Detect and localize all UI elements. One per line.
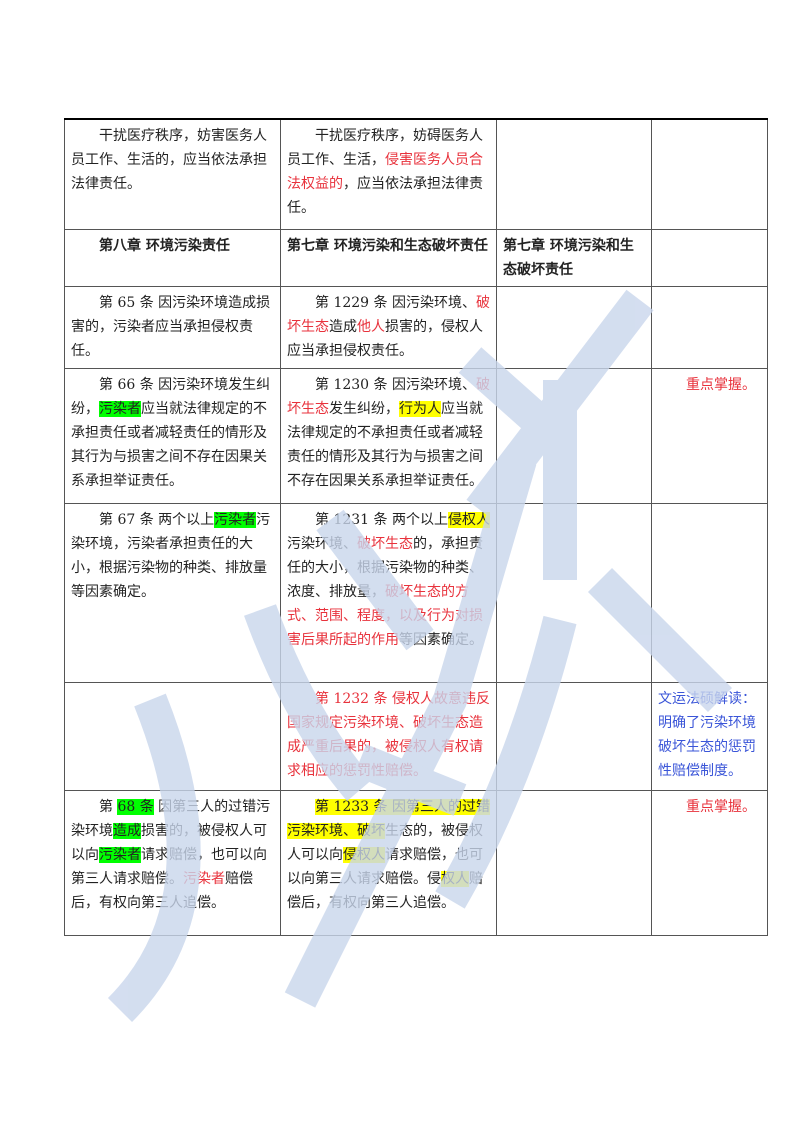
highlighted-text: 污染环境、破坏 bbox=[287, 822, 385, 839]
cell-text: 文运法硕解读：明确了污染环境破坏生态的惩罚性赔偿制度。 bbox=[658, 687, 763, 783]
highlighted-text: 污染者 bbox=[99, 400, 141, 417]
table-row: 第八章 环境污染责任 第七章 环境污染和生态破坏责任第七章 环境污染和生态破坏责任 bbox=[64, 228, 768, 287]
old-law-cell: 干扰医疗秩序，妨害医务人员工作、生活的，应当依法承担法律责任。 bbox=[64, 118, 281, 230]
highlighted-text: 侵权人 bbox=[447, 511, 490, 528]
note-cell: 文运法硕解读：明确了污染环境破坏生态的惩罚性赔偿制度。 bbox=[651, 681, 768, 791]
old-law-cell: 第 66 条 因污染环境发生纠纷，污染者应当就法律规定的不承担责任或者减轻责任的… bbox=[64, 367, 281, 504]
text-segment: 损害的，侵权人应当承担侵权责任。 bbox=[287, 318, 483, 359]
text-segment: 第八章 环境污染责任 bbox=[99, 237, 230, 254]
table-row: 第 67 条 两个以上污染者污染环境，污染者承担责任的大小，根据污染物的种类、排… bbox=[64, 502, 768, 683]
emphasis-text: 侵害医务人员合法权益的 bbox=[287, 152, 483, 192]
text-segment: 第 1231 条 两个以上 bbox=[315, 511, 448, 528]
emphasis-text: 破坏生态 bbox=[357, 535, 413, 552]
note-cell bbox=[651, 502, 768, 683]
cell-text: 重点掌握。 bbox=[658, 795, 763, 819]
highlighted-text: 权人 bbox=[441, 870, 469, 887]
highlighted-text: 第 1233 条 因第三人的过错 bbox=[315, 798, 490, 815]
text-segment: 第七章 环境污染和生态破坏责任 bbox=[287, 237, 488, 254]
draft-cell bbox=[496, 502, 652, 683]
civil-code-cell: 第 1230 条 因污染环境、破坏生态发生纠纷，行为人应当就法律规定的不承担责任… bbox=[280, 367, 497, 504]
text-segment: 干扰医疗秩序，妨害医务人员工作、生活的，应当依法承担法律责任。 bbox=[71, 128, 267, 192]
text-segment: 应当就法律规定的不承担责任或者减轻责任的情形及其行为与损害之间不存在因果关系承担… bbox=[71, 400, 267, 489]
cell-text: 第 1231 条 两个以上侵权人污染环境、破坏生态的，承担责任的大小，根据污染物… bbox=[287, 508, 492, 652]
cell-text: 第 68 条 因第三人的过错污染环境造成损害的，被侵权人可以向污染者请求赔偿，也… bbox=[71, 795, 276, 915]
emphasis-text: 第 1232 条 侵权人故意违反国家规定污染环境、破坏生态造成严重后果的，被侵权… bbox=[287, 690, 490, 779]
cell-text: 第 1229 条 因污染环境、破坏生态造成他人损害的，侵权人应当承担侵权责任。 bbox=[287, 291, 492, 363]
text-segment: 第 1229 条 因污染环境、 bbox=[315, 294, 476, 311]
draft-cell bbox=[496, 681, 652, 791]
law-comparison-table: 干扰医疗秩序，妨害医务人员工作、生活的，应当依法承担法律责任。干扰医疗秩序，妨碍… bbox=[64, 118, 768, 936]
text-segment: 第 bbox=[99, 798, 118, 815]
draft-cell bbox=[496, 367, 652, 504]
emphasis-text: 他人 bbox=[357, 318, 385, 335]
table-row: 第 1232 条 侵权人故意违反国家规定污染环境、破坏生态造成严重后果的，被侵权… bbox=[64, 681, 768, 791]
cell-text: 第 1233 条 因第三人的过错污染环境、破坏生态的，被侵权人可以向侵权人请求赔… bbox=[287, 795, 492, 915]
text-segment: 第七章 环境污染和生态破坏责任 bbox=[503, 237, 634, 278]
civil-code-cell: 第 1233 条 因第三人的过错污染环境、破坏生态的，被侵权人可以向侵权人请求赔… bbox=[280, 789, 497, 936]
emphasis-text: 重点掌握。 bbox=[686, 798, 756, 815]
highlighted-text: 行为人 bbox=[399, 400, 441, 417]
note-cell: 重点掌握。 bbox=[651, 789, 768, 936]
highlighted-text: 污染者 bbox=[214, 511, 257, 528]
cell-text: 第七章 环境污染和生态破坏责任 bbox=[287, 234, 492, 258]
cell-text: 干扰医疗秩序，妨碍医务人员工作、生活，侵害医务人员合法权益的，应当依法承担法律责… bbox=[287, 124, 492, 220]
text-segment: 污染环境、 bbox=[287, 535, 357, 552]
old-law-cell: 第 68 条 因第三人的过错污染环境造成损害的，被侵权人可以向污染者请求赔偿，也… bbox=[64, 789, 281, 936]
note-cell: 重点掌握。 bbox=[651, 367, 768, 504]
cell-text: 第 1232 条 侵权人故意违反国家规定污染环境、破坏生态造成严重后果的，被侵权… bbox=[287, 687, 492, 783]
text-segment: ，应当依法承担法律责任。 bbox=[287, 176, 483, 216]
cell-text: 第 65 条 因污染环境造成损害的，污染者应当承担侵权责任。 bbox=[71, 291, 276, 363]
draft-cell: 第七章 环境污染和生态破坏责任 bbox=[496, 228, 652, 287]
civil-code-cell: 第 1229 条 因污染环境、破坏生态造成他人损害的，侵权人应当承担侵权责任。 bbox=[280, 285, 497, 369]
highlighted-text: 造成 bbox=[113, 822, 141, 839]
cell-text: 第八章 环境污染责任 bbox=[71, 234, 276, 258]
emphasis-text: 污染者 bbox=[183, 870, 225, 887]
civil-code-cell: 第 1231 条 两个以上侵权人污染环境、破坏生态的，承担责任的大小，根据污染物… bbox=[280, 502, 497, 683]
highlighted-text: 侵权人 bbox=[343, 846, 385, 863]
text-segment: 第 65 条 因污染环境造成损害的，污染者应当承担侵权责任。 bbox=[71, 294, 271, 359]
civil-code-cell: 第七章 环境污染和生态破坏责任 bbox=[280, 228, 497, 287]
note-cell bbox=[651, 118, 768, 230]
cell-text: 第七章 环境污染和生态破坏责任 bbox=[503, 234, 647, 282]
old-law-cell bbox=[64, 681, 281, 791]
draft-cell bbox=[496, 118, 652, 230]
cell-text: 重点掌握。 bbox=[658, 373, 763, 397]
text-segment: 第 1230 条 因污染环境、 bbox=[315, 376, 476, 393]
old-law-cell: 第八章 环境污染责任 bbox=[64, 228, 281, 287]
draft-cell bbox=[496, 789, 652, 936]
civil-code-cell: 第 1232 条 侵权人故意违反国家规定污染环境、破坏生态造成严重后果的，被侵权… bbox=[280, 681, 497, 791]
text-segment: 第 66 条 因污染环境发生纠纷， bbox=[71, 376, 271, 417]
cell-text: 第 66 条 因污染环境发生纠纷，污染者应当就法律规定的不承担责任或者减轻责任的… bbox=[71, 373, 276, 493]
text-segment: 等因素确定。 bbox=[399, 631, 483, 648]
cell-text: 第 67 条 两个以上污染者污染环境，污染者承担责任的大小，根据污染物的种类、排… bbox=[71, 508, 276, 604]
text-segment: 污染环境，污染者承担责任的大小，根据污染物的种类、排放量等因素确定。 bbox=[71, 511, 271, 600]
highlighted-text: 污染者 bbox=[99, 846, 141, 863]
table-row: 干扰医疗秩序，妨害医务人员工作、生活的，应当依法承担法律责任。干扰医疗秩序，妨碍… bbox=[64, 118, 768, 230]
table-row: 第 66 条 因污染环境发生纠纷，污染者应当就法律规定的不承担责任或者减轻责任的… bbox=[64, 367, 768, 504]
note-cell bbox=[651, 285, 768, 369]
draft-cell bbox=[496, 285, 652, 369]
table-row: 第 68 条 因第三人的过错污染环境造成损害的，被侵权人可以向污染者请求赔偿，也… bbox=[64, 789, 768, 936]
cell-text: 干扰医疗秩序，妨害医务人员工作、生活的，应当依法承担法律责任。 bbox=[71, 124, 276, 196]
highlighted-text: 68 条 bbox=[117, 798, 154, 815]
note-cell bbox=[651, 228, 768, 287]
text-segment: 干扰医疗秩序，妨碍医务人员工作、生活， bbox=[287, 128, 483, 168]
old-law-cell: 第 67 条 两个以上污染者污染环境，污染者承担责任的大小，根据污染物的种类、排… bbox=[64, 502, 281, 683]
text-segment: 第 67 条 两个以上 bbox=[99, 511, 215, 528]
text-segment: 发生纠纷， bbox=[329, 400, 399, 417]
old-law-cell: 第 65 条 因污染环境造成损害的，污染者应当承担侵权责任。 bbox=[64, 285, 281, 369]
table-row: 第 65 条 因污染环境造成损害的，污染者应当承担侵权责任。第 1229 条 因… bbox=[64, 285, 768, 369]
civil-code-cell: 干扰医疗秩序，妨碍医务人员工作、生活，侵害医务人员合法权益的，应当依法承担法律责… bbox=[280, 118, 497, 230]
emphasis-text: 文运法硕解读：明确了污染环境破坏生态的惩罚性赔偿制度。 bbox=[658, 690, 756, 779]
text-segment: 造成 bbox=[329, 318, 357, 335]
emphasis-text: 重点掌握。 bbox=[686, 376, 756, 393]
cell-text: 第 1230 条 因污染环境、破坏生态发生纠纷，行为人应当就法律规定的不承担责任… bbox=[287, 373, 492, 493]
